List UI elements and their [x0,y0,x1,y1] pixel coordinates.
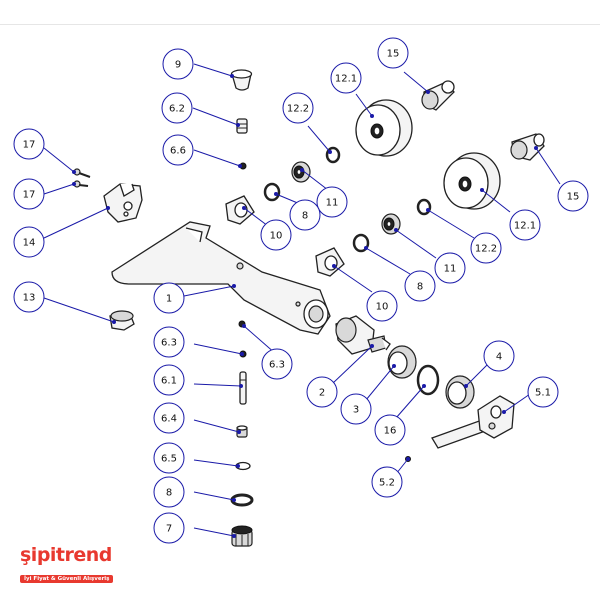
callout-13: 13 [13,281,45,313]
part-5-1-handle [431,395,515,449]
svg-text:17: 17 [23,190,36,201]
part-12-1-flange-upper [355,99,413,157]
callout-6-6: 6.6 [162,134,194,166]
callout-2: 2 [306,376,338,408]
callout-17-upper: 17 [13,128,45,160]
callout-12-2-lower: 12.2 [470,232,502,264]
svg-text:10: 10 [376,302,389,313]
svg-text:5.2: 5.2 [379,478,395,489]
part-9-cap [230,69,253,91]
svg-text:11: 11 [444,264,457,275]
svg-text:9: 9 [175,60,181,71]
svg-text:8: 8 [302,211,308,222]
callout-15-right: 15 [557,180,589,212]
part-drawings [73,69,545,547]
part-3-ring-nut [387,345,417,379]
svg-text:10: 10 [270,231,283,242]
callout-12-2-upper: 12.2 [282,92,314,124]
part-10-nut-left [225,195,255,225]
svg-text:15: 15 [567,192,580,203]
part-11-upper [291,161,311,183]
callout-6-5: 6.5 [153,442,185,474]
part-13-cap [109,310,135,331]
part-12-2-washer-lower [416,198,432,216]
svg-text:6.3: 6.3 [161,338,177,349]
brand-tagline: İyi Fiyat & Güvenli Alışveriş [20,575,114,583]
svg-text:6.3: 6.3 [269,360,285,371]
callout-6-3-left: 6.3 [153,326,185,358]
part-2-cartridge [335,315,391,355]
svg-text:12.1: 12.1 [514,221,536,232]
svg-text:4: 4 [496,352,502,363]
svg-text:12.1: 12.1 [335,74,357,85]
callout-5-1: 5.1 [527,376,559,408]
svg-text:6.6: 6.6 [170,146,186,157]
callout-6-4: 6.4 [153,402,185,434]
callout-1: 1 [153,282,185,314]
brand-logo: şipitrend İyi Fiyat & Güvenli Alışveriş [20,544,114,584]
callout-6-2: 6.2 [161,92,193,124]
svg-text:11: 11 [326,198,339,209]
callout-8-middle: 8 [404,270,436,302]
callout-6-3-right: 6.3 [261,348,293,380]
svg-text:13: 13 [23,293,36,304]
part-10-nut-right [315,247,345,277]
svg-text:5.1: 5.1 [535,388,551,399]
svg-text:15: 15 [387,49,400,60]
svg-text:6.5: 6.5 [161,454,177,465]
part-8-oring-upper [263,182,281,202]
callout-10-right: 10 [366,290,398,322]
svg-text:16: 16 [384,426,397,437]
part-17-screws [73,168,91,188]
svg-text:17: 17 [23,140,36,151]
callout-8-upper: 8 [289,199,321,231]
callout-7: 7 [153,512,185,544]
part-14-bracket [103,183,143,223]
callout-4: 4 [483,340,515,372]
part-12-2-washer-upper [325,146,341,164]
part-8-oring-middle [352,233,370,253]
part-6-1-pin [239,371,247,405]
svg-text:12.2: 12.2 [287,104,309,115]
callout-9: 9 [162,48,194,80]
svg-text:14: 14 [23,238,36,249]
part-1-body [111,221,331,335]
svg-text:6.2: 6.2 [169,104,185,115]
part-12-1-flange-lower [443,152,501,210]
callout-17-lower: 17 [13,178,45,210]
callout-11-lower: 11 [434,252,466,284]
svg-text:8: 8 [166,488,172,499]
svg-text:1: 1 [166,294,172,305]
brand-name: şipitrend [20,544,112,566]
callout-labels: 9 6.2 6.6 17 17 14 13 1 6.3 6.3 6.1 6.4 … [13,37,589,544]
part-15-right [510,133,545,161]
svg-text:2: 2 [319,388,325,399]
callout-15-upper: 15 [377,37,409,69]
svg-text:6.1: 6.1 [161,376,177,387]
leader-lines [43,63,561,538]
svg-text:3: 3 [353,405,359,416]
callout-6-1: 6.1 [153,364,185,396]
top-divider [0,24,600,25]
part-4-cover [445,375,475,409]
svg-text:12.2: 12.2 [475,244,497,255]
part-7-aerator [231,525,253,547]
part-16-oring [416,364,440,396]
callout-12-1-lower: 12.1 [509,209,541,241]
callout-14: 14 [13,226,45,258]
svg-text:8: 8 [417,282,423,293]
callout-16: 16 [374,414,406,446]
callout-8-bottom: 8 [153,476,185,508]
callout-5-2: 5.2 [371,466,403,498]
svg-text:7: 7 [166,524,172,535]
callout-10-left: 10 [260,219,292,251]
callout-11-upper: 11 [316,186,348,218]
svg-text:6.4: 6.4 [161,414,177,425]
callout-12-1-upper: 12.1 [330,62,362,94]
part-15-upper [421,80,455,111]
callout-3: 3 [340,393,372,425]
